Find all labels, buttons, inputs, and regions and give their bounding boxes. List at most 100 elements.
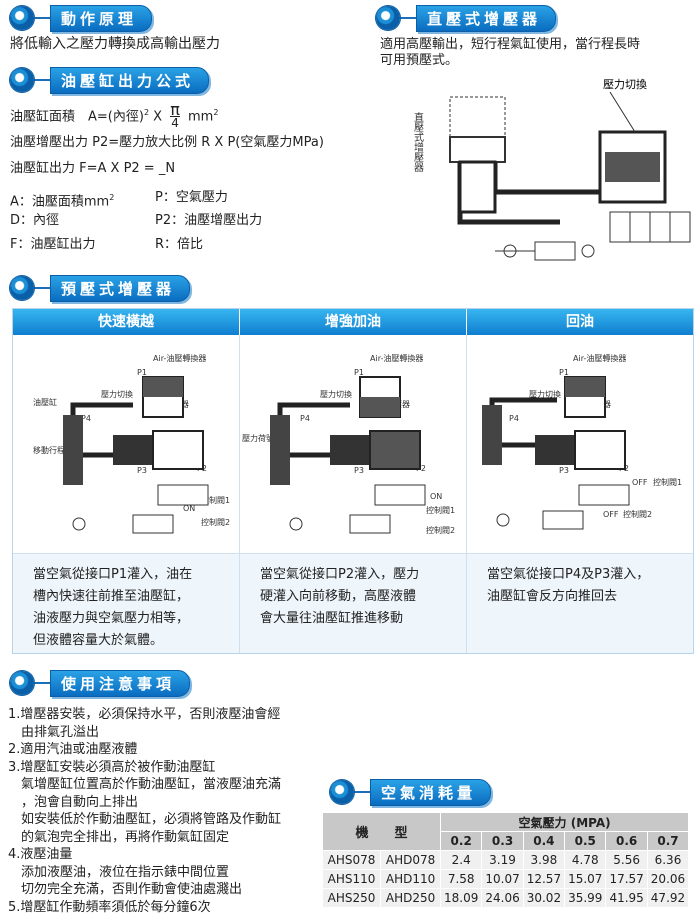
value-cell: 2.4 (439, 850, 483, 870)
pressure-col: 0.3 (481, 831, 524, 851)
value-cell: 47.92 (646, 888, 690, 908)
value-cell: 35.99 (564, 888, 607, 908)
cyl-label: 油壓缸 (33, 397, 57, 407)
formula-x: X (153, 109, 163, 125)
diagram-fast: Air-油壓轉換器 P1 油壓缸 壓力切換 增壓器 移動行程 P4 P3 P2 … (13, 335, 240, 553)
usage-line: 由排氣孔溢出 (8, 724, 100, 740)
pi: π (170, 100, 180, 120)
p1-label: P1 (559, 368, 569, 377)
pressure-col: 0.4 (522, 831, 566, 851)
legend-text: A：油壓面積mm (10, 194, 110, 210)
panel-descriptions: 當空氣從接口P1灌入，油在 槽內快速往前推至油壓缸， 油液壓力與空氣壓力相等， … (13, 553, 693, 653)
usage-line: 添加液壓油，液位在指示錶中間位置 (8, 864, 230, 880)
value-cell: 17.57 (605, 869, 648, 889)
direct-header: 直壓式增壓器 (376, 4, 557, 32)
model-cell: AHS110 (321, 869, 382, 889)
section-title: 預壓式增壓器 (50, 274, 191, 302)
bullet-icon (10, 68, 34, 92)
value-cell: 15.07 (564, 869, 607, 889)
air-header: 空氣消耗量 (330, 778, 492, 806)
usage-line: 如安裝低於作動油壓缸，必須將管路及作動缸 (8, 812, 282, 827)
switch-label: 壓力切換 (529, 389, 561, 399)
off-label: OFF (632, 478, 648, 487)
value-cell: 18.09 (439, 888, 483, 908)
pre-header: 預壓式增壓器 (10, 274, 191, 302)
air-consumption-table: 機 型 空氣壓力 (MPA) 0.2 0.3 0.4 0.5 0.6 0.7 A… (321, 812, 690, 908)
valve1-label: 控制閥1 (201, 495, 230, 505)
formula-p2: 油壓增壓出力 P2=壓力放大比例 R X P(空氣壓力MPa) (10, 135, 324, 150)
off2-label: OFF (603, 510, 619, 519)
p1-label: P1 (137, 368, 147, 377)
value-cell: 4.78 (564, 850, 607, 870)
p1-label: P1 (354, 368, 364, 377)
value-cell: 24.06 (481, 888, 524, 908)
switch-label: 壓力切換 (101, 389, 133, 399)
p3-label: P3 (137, 466, 147, 475)
pressure-col: 0.6 (605, 831, 648, 851)
fast-diagram: Air-油壓轉換器 P1 油壓缸 壓力切換 增壓器 移動行程 P4 P3 P2 … (33, 353, 230, 534)
valve1-label: 控制閥1 (426, 505, 455, 515)
section-title: 動作原理 (50, 4, 153, 32)
p3-label: P3 (559, 466, 569, 475)
on-label: ON (183, 504, 195, 513)
value-cell: 7.58 (439, 869, 483, 889)
switch-label: 壓力切換 (603, 78, 647, 91)
pressure-header: 空氣壓力 (MPA) (439, 812, 690, 832)
model-header: 機 型 (322, 812, 441, 851)
vertical-label: 直壓式增壓器 (412, 111, 424, 173)
pressure-col: 0.5 (564, 831, 607, 851)
four: 4 (171, 116, 179, 131)
tab-fast-traverse: 快速橫越 (13, 309, 240, 335)
p4-label: P4 (81, 414, 91, 423)
section-title: 使用注意事項 (50, 669, 191, 697)
pressure-col: 0.7 (646, 831, 690, 851)
valve1-label: 控制閥1 (653, 477, 682, 487)
diagram-return: Air-油壓轉換器 P1 壓力切換 增壓器 P4 P3 P2 OFF 控制閥1 … (467, 335, 693, 553)
value-cell: 3.19 (481, 850, 524, 870)
usage-list: 1.增壓器安裝，必須保持水平，否則液壓油會經 由排氣孔溢出 2.適用汽油或油壓液… (8, 706, 281, 916)
formula-area: 油壓缸面積 A=(內徑)2 X π 4 mm2 (10, 100, 219, 131)
usage-line: 的氣泡完全排出，再將作動氣缸固定 (8, 829, 230, 845)
usage-line: ，泡會自動向上排出 (8, 794, 139, 810)
switch-label: 壓力切換 (320, 389, 352, 399)
principle-text: 將低輸入之壓力轉換成高輸出壓力 (10, 36, 220, 52)
usage-line: 2.適用汽油或油壓液體 (8, 742, 138, 757)
unit: mm (188, 109, 214, 125)
legend-d: D：內徑 (10, 213, 60, 228)
hold-label: 壓力荷號 (242, 433, 274, 443)
usage-line: 5.增壓缸作動頻率須低於每分鐘6次 (8, 899, 211, 915)
legend-r: R：倍比 (155, 237, 204, 252)
direct-text-1: 適用高壓輸出，短行程氣缸使用，當行程長時 (380, 37, 641, 52)
valve2-label: 控制閥2 (426, 525, 455, 535)
desc-fast: 當空氣從接口P1灌入，油在 槽內快速往前推至油壓缸， 油液壓力與空氣壓力相等， … (13, 554, 240, 653)
usage-header: 使用注意事項 (10, 669, 191, 697)
valve2-label: 控制閥2 (623, 509, 652, 519)
bullet-icon (10, 276, 34, 300)
stroke-label: 移動行程 (33, 445, 65, 455)
section-title: 空氣消耗量 (370, 778, 492, 806)
legend-f: F：油壓缸出力 (10, 237, 96, 252)
on-label: ON (430, 492, 442, 501)
legend-p: P：空氣壓力 (155, 190, 228, 205)
pre-booster-panel: 快速橫越 增強加油 回油 Air-油壓轉換器 P1 油壓缸 壓力切換 增壓器 移… (12, 308, 694, 654)
air-label: Air-油壓轉換器 (370, 353, 423, 363)
usage-line: 3.增壓缸安裝必須高於被作動油壓缸 (8, 759, 216, 775)
bullet-icon (10, 671, 34, 695)
model-cell: AHD110 (380, 869, 441, 889)
value-cell: 20.06 (646, 869, 690, 889)
model-cell: AHD078 (380, 850, 441, 870)
p4-label: P4 (509, 414, 519, 423)
value-cell: 30.02 (522, 888, 566, 908)
bullet-icon (376, 6, 400, 30)
section-title: 直壓式增壓器 (416, 4, 557, 32)
direct-text-2: 可用預壓式。 (380, 53, 459, 68)
model-cell: AHS250 (321, 888, 382, 908)
air-label: Air-油壓轉換器 (153, 353, 206, 363)
bullet-icon (10, 6, 34, 30)
section-title: 油壓缸出力公式 (50, 66, 210, 94)
value-cell: 3.98 (522, 850, 566, 870)
formula-area-label: 油壓缸面積 A=(內徑) (10, 109, 144, 125)
legend-p2: P2：油壓增壓出力 (155, 213, 263, 228)
tab-boost: 增強加油 (240, 309, 467, 335)
usage-line: 4.液壓油量 (8, 847, 73, 862)
